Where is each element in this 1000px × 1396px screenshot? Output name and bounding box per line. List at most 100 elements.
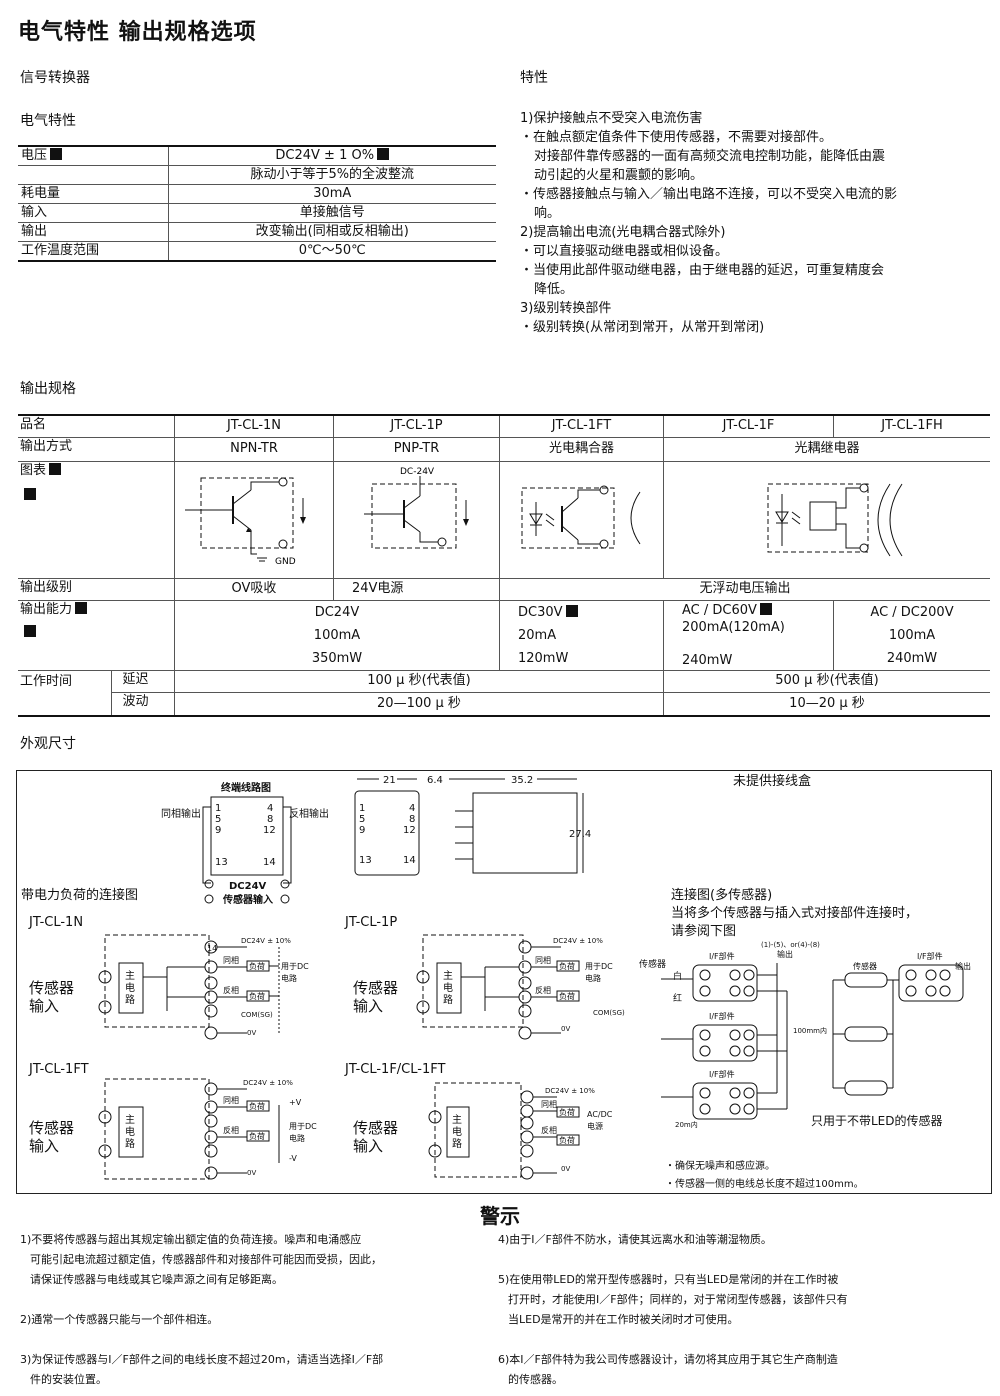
svg-text:传感器: 传感器: [353, 1119, 398, 1137]
relay-diagram-cell: [662, 461, 990, 579]
svg-text:负荷: 负荷: [249, 961, 265, 971]
model-cell: JT-CL-1P: [332, 415, 500, 438]
svg-text:I/F部件: I/F部件: [917, 951, 943, 961]
svg-text:同相: 同相: [535, 955, 551, 965]
footnote-mark-icon: [565, 604, 578, 617]
svg-text:负荷: 负荷: [249, 1131, 265, 1141]
table-row: 品名 JT-CL-1N JT-CL-1P JT-CL-1FT JT-CL-1F …: [18, 415, 990, 438]
svg-text:0V: 0V: [561, 1025, 570, 1033]
row-label: 耗电量: [18, 184, 168, 204]
svg-text:4: 4: [409, 803, 415, 814]
svg-text:输入: 输入: [353, 997, 383, 1015]
model-cell: JT-CL-1FT: [498, 415, 664, 438]
svg-text:DC24V ± 10%: DC24V ± 10%: [545, 1087, 595, 1095]
table-row: 脉动小于等于5%的全波整流: [18, 165, 496, 185]
mode-cell: NPN-TR: [173, 437, 334, 462]
anti-phase-label: 反相输出: [289, 807, 329, 820]
feature-line: 降低。: [534, 282, 574, 297]
svg-text:电源: 电源: [587, 1121, 603, 1131]
svg-text:电: 电: [125, 1125, 135, 1138]
svg-text:0V: 0V: [561, 1165, 570, 1173]
svg-text:JT-CL-1N: JT-CL-1N: [28, 915, 83, 930]
svg-text:传感器: 传感器: [853, 961, 877, 971]
svg-text:27.4: 27.4: [569, 829, 591, 840]
svg-text:+V: +V: [289, 1098, 302, 1107]
svg-text:负荷: 负荷: [559, 961, 575, 971]
svg-text:电: 电: [125, 981, 135, 994]
electrical-table: 电压 DC24V ± 1 O% 脉动小于等于5%的全波整流 耗电量 30mA 输…: [18, 145, 496, 262]
photocoupler-diagram: [521, 485, 641, 548]
svg-text:DC24V ± 10%: DC24V ± 10%: [243, 1079, 293, 1087]
svg-text:连接图(多传感器): 连接图(多传感器): [671, 887, 772, 903]
feature-line: ・级别转换(从常闭到常开，从常开到常闭): [520, 320, 765, 335]
svg-text:输入: 输入: [29, 1137, 59, 1155]
svg-text:12: 12: [263, 825, 276, 836]
svg-text:路: 路: [125, 1137, 135, 1150]
circuit-1p: JT-CL-1P 传感器 输入 主 电 路 DC24V: [344, 915, 625, 1040]
model-cell: JT-CL-1N: [173, 415, 334, 438]
svg-text:DC24V ± 10%: DC24V ± 10%: [241, 937, 291, 945]
svg-text:用于DC: 用于DC: [281, 962, 309, 971]
feature-line: 响。: [534, 206, 561, 221]
svg-text:同相: 同相: [223, 1095, 239, 1105]
feature-line: ・当使用此部件驱动继电器，由于继电器的延迟，可重复精度会: [520, 263, 885, 278]
svg-text:主: 主: [125, 1114, 135, 1126]
warning-line: 2)通常一个传感器只能与一个部件相连。: [20, 1313, 219, 1326]
warnings-title: 警示: [480, 1204, 520, 1228]
svg-text:电: 电: [443, 981, 453, 994]
converter-label: 信号转换器: [20, 70, 90, 86]
footnote-mark-icon: [24, 624, 36, 637]
circuit-1n: JT-CL-1N 传感器 输入 主 电 路: [28, 915, 309, 1040]
svg-text:主: 主: [452, 1114, 462, 1126]
row-value: 脉动小于等于5%的全波整流: [167, 165, 496, 185]
capacity-cell: DC30V 20mA 120mW: [498, 600, 664, 671]
svg-text:COM(SG): COM(SG): [593, 1009, 625, 1017]
svg-text:8: 8: [409, 814, 415, 825]
svg-text:13: 13: [215, 857, 228, 868]
svg-text:路: 路: [452, 1137, 462, 1150]
npn-diagram-cell: GND: [173, 461, 334, 579]
svg-text:负荷: 负荷: [559, 1107, 575, 1117]
table-row: 输出 改变输出(同相或反相输出): [18, 222, 496, 242]
warning-line: 6)本I／F部件特为我公司传感器设计，请勿将其应用于其它生产商制造: [498, 1353, 838, 1366]
svg-text:I/F部件: I/F部件: [709, 1069, 735, 1079]
circuit-1ft: JT-CL-1FT 传感器 输入 主 电 路 DC24V ± 10%: [28, 1062, 317, 1180]
svg-text:当将多个传感器与插入式对接部件连接时，: 当将多个传感器与插入式对接部件连接时，: [671, 905, 918, 921]
model-cell: JT-CL-1F: [662, 415, 834, 438]
dc24v-label: DC-24V: [400, 467, 435, 477]
svg-text:0V: 0V: [247, 1169, 256, 1177]
output-table: 品名 JT-CL-1N JT-CL-1P JT-CL-1FT JT-CL-1F …: [18, 414, 990, 717]
svg-text:反相: 反相: [223, 985, 239, 995]
svg-text:请参阅下图: 请参阅下图: [671, 923, 736, 939]
row-label: 输出: [18, 222, 168, 242]
pnp-diagram-cell: DC-24V: [332, 461, 500, 579]
table-row: 输入 单接触信号: [18, 203, 496, 223]
svg-text:13: 13: [359, 855, 372, 866]
warning-line: 可能引起电流超过额定值，传感器部件和对接部件可能因而受损，因此，: [30, 1253, 382, 1266]
svg-text:1: 1: [215, 803, 221, 814]
capacity-cell: AC / DC200V 100mA 240mW: [833, 600, 990, 671]
warning-line: 5)在使用带LED的常开型传感器时，只有当LED是常闭的并在工作时被: [498, 1273, 839, 1286]
svg-text:主: 主: [125, 970, 135, 982]
terminal-title: 终端线路图: [221, 781, 271, 794]
row-sublabel: 延迟: [111, 670, 175, 693]
feature-line: ・在触点额定值条件下使用传感器，不需要对接部件。: [520, 130, 833, 145]
level-cell: 无浮动电压输出: [498, 578, 990, 601]
row-label: 图表: [18, 461, 175, 579]
footnote-mark-icon: [49, 462, 62, 475]
svg-text:0V: 0V: [247, 1029, 256, 1037]
svg-text:12: 12: [403, 825, 416, 836]
svg-text:5: 5: [359, 814, 365, 825]
table-row: 图表 GND: [18, 461, 990, 579]
svg-text:只用于不带LED的传感器: 只用于不带LED的传感器: [811, 1113, 943, 1128]
electrical-label: 电气特性: [20, 113, 76, 129]
features-list: 1)保护接触点不受突入电流伤害 ・在触点额定值条件下使用传感器，不需要对接部件。…: [520, 109, 990, 337]
row-label: 工作温度范围: [18, 241, 168, 262]
svg-text:传感器: 传感器: [29, 979, 74, 997]
mode-cell: 光电耦合器: [498, 437, 664, 462]
svg-text:-V: -V: [289, 1154, 297, 1163]
model-cell: JT-CL-1FH: [833, 415, 990, 438]
row-label: 电压: [18, 146, 168, 166]
svg-text:传感器: 传感器: [29, 1119, 74, 1137]
circuit-1f: JT-CL-1F/CL-1FT 传感器 输入 主 电 路 DC24V ± 10%…: [344, 1062, 613, 1180]
